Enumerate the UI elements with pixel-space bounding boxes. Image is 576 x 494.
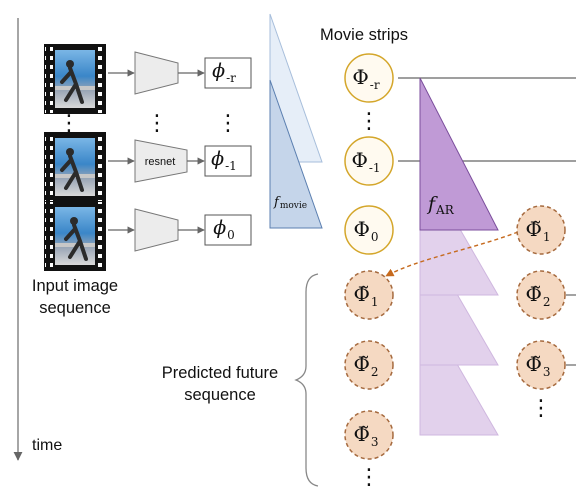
- movie-strip-node: Φ-1: [344, 136, 394, 186]
- movie-strip-node-label: Φ0: [353, 217, 378, 244]
- encoder-row-r: [108, 51, 205, 95]
- predicted-node-label: Φ̃2: [353, 352, 378, 379]
- encoder-trapezoid: [134, 208, 179, 252]
- predicted-label-line2: sequence: [184, 386, 256, 404]
- output-node-label: Φ̃3: [525, 352, 550, 379]
- frame-feature-box: ϕ-r: [204, 57, 252, 89]
- output-node: Φ̃2: [516, 270, 566, 320]
- movie-node-ellipsis: ⋮: [358, 108, 380, 133]
- predicted-node: Φ̃1: [344, 270, 394, 320]
- encoder-ellipsis: ⋮: [146, 110, 168, 135]
- output-node-label: Φ̃2: [525, 282, 550, 309]
- film-strip: [44, 201, 106, 271]
- phi-label: ϕ-1: [211, 148, 237, 173]
- resnet-encoder: [134, 139, 188, 183]
- movie-strips-heading: Movie strips: [320, 26, 408, 44]
- predicted-node: Φ̃3: [344, 410, 394, 460]
- encoder-row-0: [108, 208, 205, 252]
- predicted-nodes: Φ̃1Φ̃2Φ̃3: [344, 270, 394, 460]
- film-frame-image: [55, 207, 95, 265]
- time-label: time: [32, 437, 62, 454]
- output-node: Φ̃3: [516, 340, 566, 390]
- predicted-bracket: [294, 273, 319, 487]
- movie-strip-nodes: Φ-rΦ-1Φ0: [344, 53, 394, 255]
- input-label-line1: Input image: [32, 277, 118, 295]
- movie-strip-node: Φ0: [344, 205, 394, 255]
- encoder-trapezoid: [134, 51, 179, 95]
- f-movie-triangle: [269, 79, 323, 229]
- film-strip: [44, 44, 106, 114]
- movie-strip-node: Φ-r: [344, 53, 394, 103]
- frame-feature-boxes: ϕ-r ϕ-1 ϕ0: [204, 57, 252, 246]
- film-ellipsis: ⋮: [58, 110, 80, 135]
- frame-feature-box: ϕ-1: [204, 145, 252, 177]
- f-ar-label: fAR: [426, 193, 455, 217]
- predicted-node: Φ̃2: [344, 340, 394, 390]
- phi-label: ϕ0: [213, 217, 235, 242]
- feedback-dashed-arrow: [385, 231, 519, 277]
- predicted-node-label: Φ̃1: [353, 282, 378, 309]
- resnet-label: resnet: [145, 156, 176, 168]
- output-ellipsis: ⋮: [530, 395, 552, 420]
- output-nodes: Φ̃1Φ̃2Φ̃3: [516, 205, 566, 390]
- film-strip: [44, 132, 106, 202]
- encoder-row-1: resnet: [108, 139, 205, 183]
- movie-strip-node-label: Φ-r: [352, 65, 379, 92]
- f-ar-triangle: [419, 77, 499, 231]
- predicted-label-line1: Predicted future: [162, 364, 278, 382]
- phi-ellipsis: ⋮: [217, 110, 239, 135]
- movie-strip-node-label: Φ-1: [351, 148, 380, 175]
- predicted-ellipsis: ⋮: [358, 464, 380, 489]
- frame-feature-box: ϕ0: [204, 214, 252, 246]
- phi-label: ϕ-r: [212, 60, 236, 85]
- f-movie-label: fmovie: [273, 195, 307, 211]
- input-film-strips: [44, 44, 106, 271]
- input-label-line2: sequence: [39, 299, 111, 317]
- output-node: Φ̃1: [516, 205, 566, 255]
- output-node-label: Φ̃1: [525, 217, 550, 244]
- predicted-node-label: Φ̃3: [353, 422, 378, 449]
